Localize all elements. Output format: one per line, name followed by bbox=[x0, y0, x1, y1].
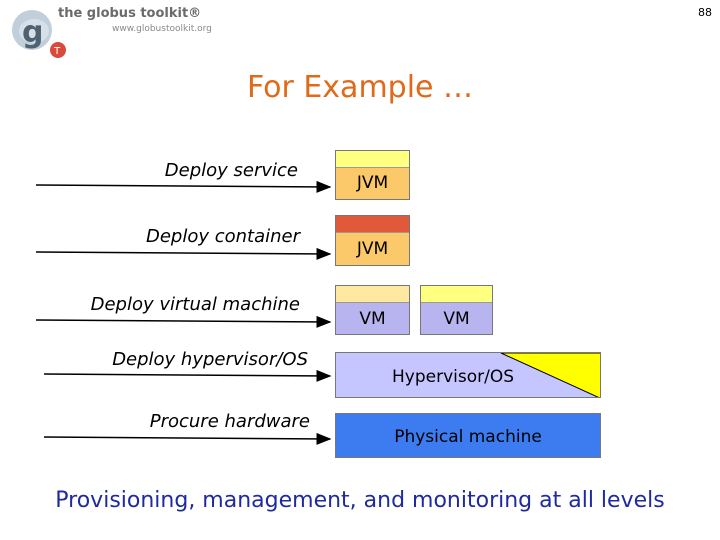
arrow-hardware bbox=[43, 432, 332, 445]
label-deploy-virtual-machine: Deploy virtual machine bbox=[90, 294, 300, 315]
vm-box-2: VM bbox=[420, 285, 493, 335]
globus-g-icon: g T bbox=[12, 10, 66, 58]
label-deploy-service: Deploy service bbox=[164, 160, 298, 181]
jvm-box-container: JVM bbox=[335, 215, 410, 266]
vm-top-layer-2 bbox=[421, 286, 492, 303]
arrow-container bbox=[35, 247, 332, 260]
label-procure-hardware: Procure hardware bbox=[149, 411, 310, 432]
physical-machine-box: Physical machine bbox=[335, 413, 601, 458]
svg-text:T: T bbox=[53, 46, 61, 57]
vm-label-1: VM bbox=[359, 309, 386, 329]
logo-url: www.globustoolkit.org bbox=[112, 24, 212, 34]
hypervisor-box: Hypervisor/OS bbox=[335, 352, 601, 398]
service-layer bbox=[336, 151, 409, 168]
label-deploy-hypervisor: Deploy hypervisor/OS bbox=[112, 349, 308, 370]
svg-text:g: g bbox=[22, 15, 43, 50]
vm-label-2: VM bbox=[443, 309, 470, 329]
physical-machine-label: Physical machine bbox=[394, 427, 542, 447]
vm-box-1: VM bbox=[335, 285, 410, 335]
vm-top-layer-1 bbox=[336, 286, 409, 303]
label-deploy-container: Deploy container bbox=[145, 226, 300, 247]
arrow-service bbox=[35, 180, 332, 193]
jvm-box-service: JVM bbox=[335, 150, 410, 200]
hypervisor-label: Hypervisor/OS bbox=[391, 367, 514, 387]
arrow-hypervisor bbox=[43, 369, 332, 382]
jvm-label-2: JVM bbox=[356, 239, 389, 259]
page-number: 88 bbox=[698, 6, 712, 19]
arrow-virtual-machine bbox=[35, 315, 332, 328]
hypervisor-wedge bbox=[500, 353, 600, 397]
logo-name: the globus toolkit® bbox=[58, 6, 202, 21]
page-title: For Example … bbox=[246, 70, 474, 105]
globus-logo: g T the globus toolkit® www.globustoolki… bbox=[8, 4, 228, 62]
container-layer bbox=[336, 216, 409, 233]
footer-text: Provisioning, management, and monitoring… bbox=[55, 488, 665, 513]
jvm-label-1: JVM bbox=[356, 173, 389, 193]
